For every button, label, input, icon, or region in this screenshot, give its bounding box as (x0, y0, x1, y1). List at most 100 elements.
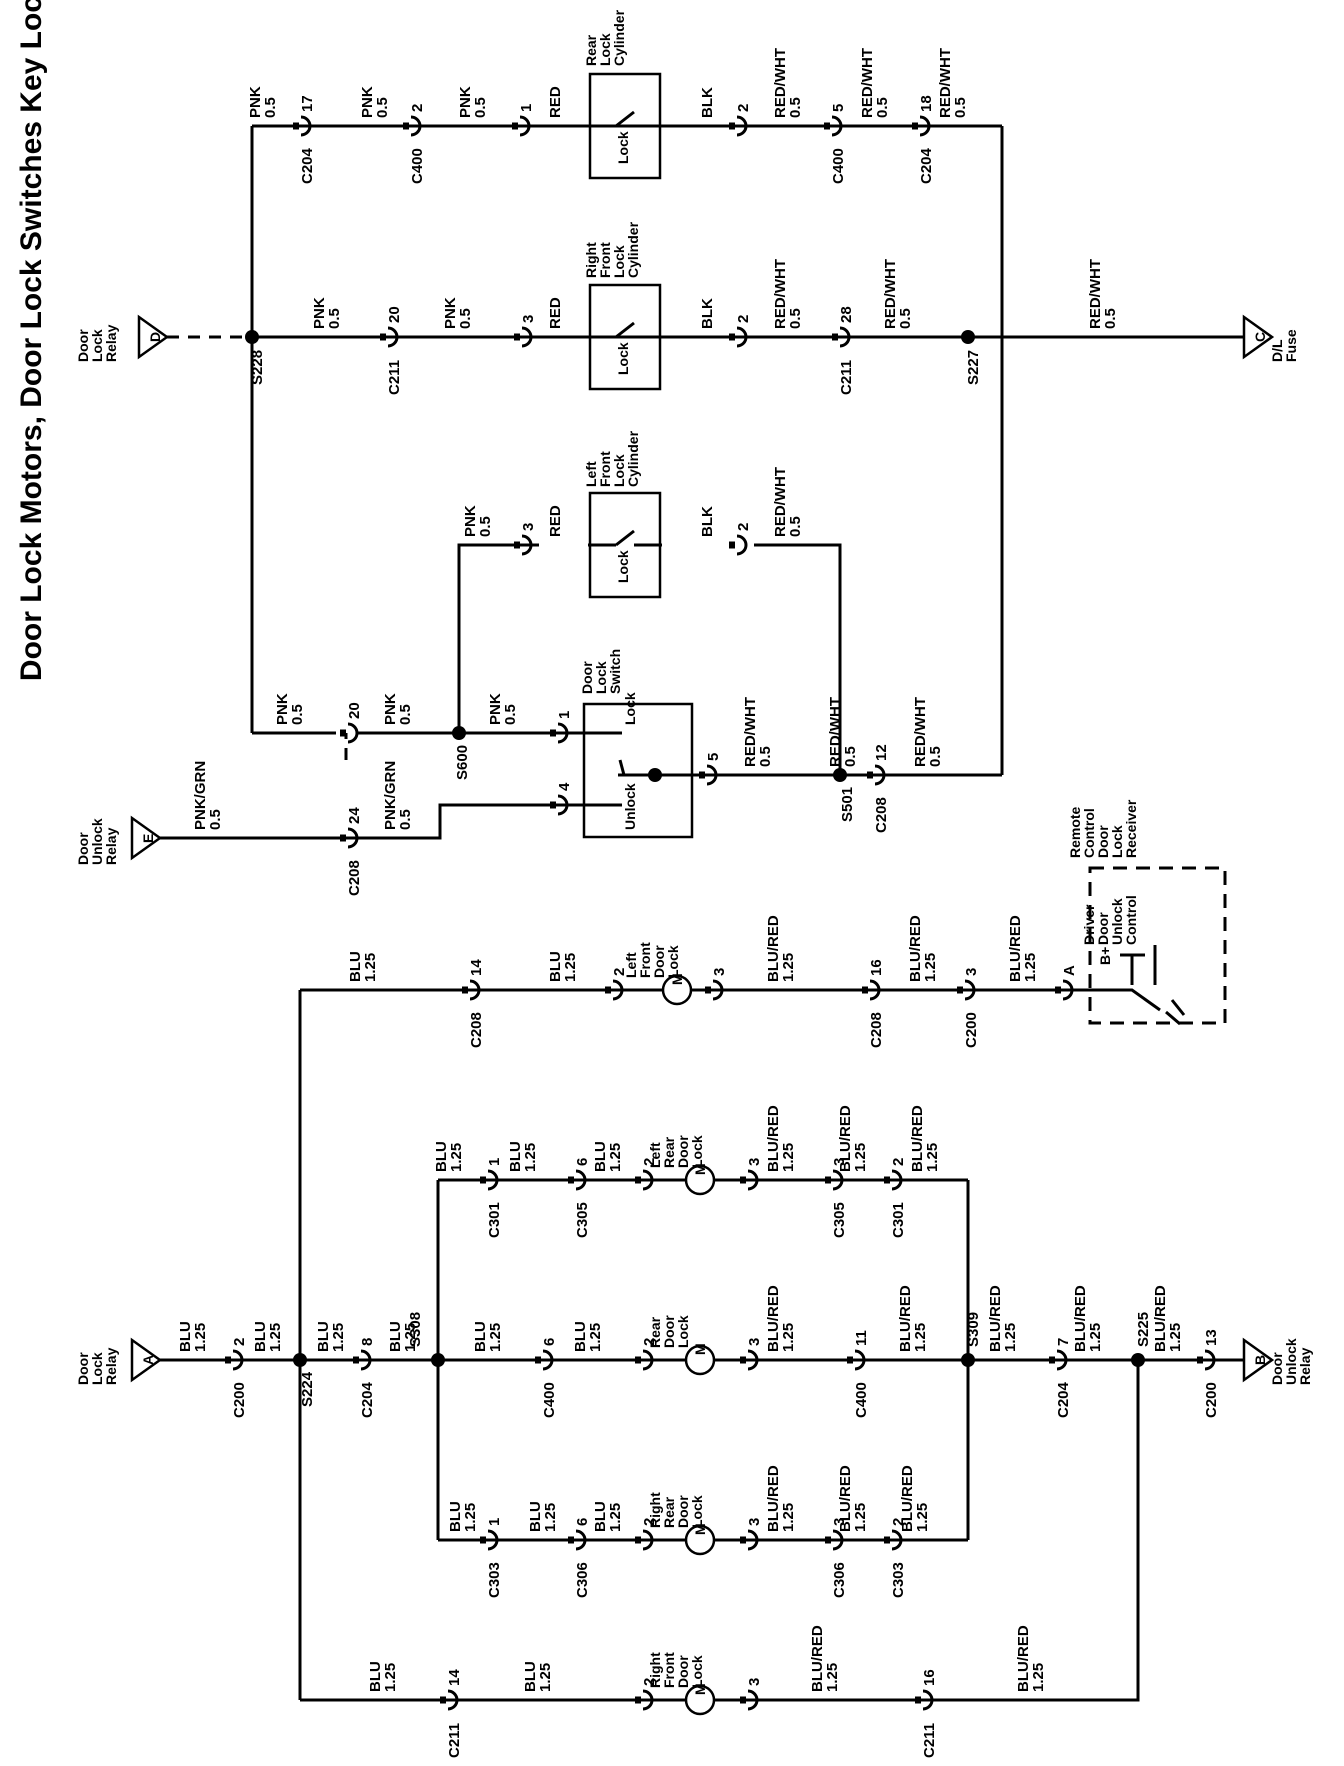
connector-lfd-3 (712, 979, 724, 1001)
connector-c208-12-pin (867, 771, 873, 779)
connector-pin-lf_3-line: 3 (520, 523, 537, 531)
connector-id-c400_5: C400 (830, 148, 847, 184)
connector-c211-20 (387, 326, 399, 348)
wire-label-blu-1.25-line: BLU (572, 1321, 589, 1352)
splice-s600 (452, 726, 466, 740)
connector-c400-5-pin (824, 122, 830, 130)
connector-rfd-3-pin (740, 1696, 746, 1704)
connector-c208-12 (874, 764, 886, 786)
motor-right-rear-door-lock (684, 1524, 716, 1556)
terminal-label-door-unlock-relay-b-line: Door (1269, 1352, 1285, 1385)
splice-s227 (961, 330, 975, 344)
connector-pin-dls_1-line: 1 (556, 711, 573, 719)
connector-c303-2 (891, 1529, 903, 1551)
right-front-lock-cylinder-contact (615, 321, 635, 339)
wire-label-blu-1.25-line: 1.25 (402, 1323, 419, 1352)
connector-dls-5-pin (699, 771, 705, 779)
splice-label-s308-line: S308 (407, 1312, 424, 1347)
connector-lf-3 (521, 534, 533, 556)
connector-pin-c200_3: 3 (963, 968, 980, 976)
door-lock-switch-lock-label: Lock (622, 692, 638, 725)
connector-pin-c204_17-line: 17 (299, 95, 316, 112)
wire-label-red: RED (547, 86, 564, 118)
connector-pin-c400_11-line: 11 (853, 1330, 870, 1346)
connector-pin-c200_2-line: 2 (231, 1338, 248, 1346)
connector-id-c204_7-line: C204 (1055, 1381, 1072, 1418)
wire-label-blu-red-1.25-line: 1.25 (1167, 1323, 1184, 1352)
wire-label-blu-1.25-line: BLU (347, 951, 364, 982)
terminal-label-door-unlock-relay-b-line: Unlock (1283, 1338, 1299, 1385)
component-label-left-front-door-lock-line: Lock (665, 945, 681, 978)
connector-pin-c211_20: 20 (386, 306, 403, 323)
wire-label-red-wht-0.5-line: RED/WHT (772, 48, 789, 118)
wire-label-blk: BLK (699, 506, 716, 537)
component-label-remote-receiver-line: Door (1095, 825, 1111, 858)
connector-pin-rd_2: 2 (641, 1338, 658, 1346)
wire-label-red-wht-0.5-line: 0.5 (787, 516, 804, 537)
component-label-right-rear-door-lock-line: Rear (661, 1496, 677, 1528)
connector-pin-rcv_a-line: A (1061, 965, 1078, 976)
wire-label-pnk-0.5-line: 0.5 (472, 97, 489, 118)
connector-pin-rfd_3-line: 3 (746, 1678, 763, 1686)
connector-c208-16-pin (862, 986, 868, 994)
connector-rl-2 (736, 115, 748, 137)
connector-lf-3-pin (514, 541, 520, 549)
connector-pin-rr_3-line: 3 (746, 1518, 763, 1526)
connector-pin-c208_12: 12 (873, 744, 890, 761)
connector-c204-8-pin (353, 1356, 359, 1364)
splice-label-s225-line: S225 (1135, 1312, 1152, 1347)
component-label-rear-lock-cylinder-line: Rear (583, 34, 599, 66)
connector-pin-c211_28-line: 28 (838, 306, 855, 323)
connector-c400-11 (854, 1349, 866, 1371)
connector-id-c303_1-line: C303 (486, 1562, 503, 1598)
wire-label-pnk-0.5-line: PNK (382, 693, 399, 725)
connector-pin-rfd_2-line: 2 (641, 1678, 658, 1686)
wire-label-blu-1.25-line: BLU (507, 1141, 524, 1172)
connector-id-c303_1: C303 (486, 1562, 503, 1598)
wire-label-blu-red-1.25-line: BLU/RED (837, 1105, 854, 1172)
component-label-right-rear-door-lock-line: Right (647, 1492, 663, 1528)
connector-pin-c204_8: 8 (359, 1338, 376, 1346)
connector-id-c211_14: C211 (446, 1723, 463, 1758)
wire-label-blu-1.25-line: BLU (592, 1141, 609, 1172)
wire-label-blu-1.25-line: BLU (252, 1321, 269, 1352)
connector-pin-rl_1-line: 1 (518, 104, 535, 112)
connector-pin-lfd_2-line: 2 (611, 968, 628, 976)
door-lock-switch-unlock-label: Unlock (622, 783, 638, 830)
remote-receiver-box (1088, 866, 1227, 1025)
wire-label-blu-red-1.25-line: 1.25 (852, 1143, 869, 1172)
connector-pin-rl_2-line: 2 (735, 104, 752, 112)
component-label-remote-receiver-line: Receiver (1123, 799, 1139, 858)
connector-id-c200_13: C200 (1203, 1382, 1220, 1418)
wire-label-red-wht-0.5-line: 0.5 (952, 97, 969, 118)
connector-id-c211_28-line: C211 (838, 360, 855, 395)
connector-pin-c211_16-line: 16 (921, 1669, 938, 1686)
connector-id-c204_18-line: C204 (918, 147, 935, 184)
connector-id-c200_3: C200 (963, 1012, 980, 1048)
connector-c211-20-pin (380, 333, 386, 341)
connector-lf-2-pin (729, 541, 735, 549)
component-label-remote-receiver-line: Control (1081, 808, 1097, 858)
connector-dls-4-pin (550, 801, 556, 809)
connector-dls-1 (557, 722, 569, 744)
connector-id-c208_14: C208 (468, 1012, 485, 1048)
door-lock-switch-lock-label-line: Lock (622, 692, 638, 725)
wire-label-blu-red-1.25-line: BLU/RED (909, 1105, 926, 1172)
terminal-label-dl-fuse-line: D/L (1269, 339, 1285, 362)
connector-rr-3 (747, 1529, 759, 1551)
component-label-rear-lock-cylinder-line: Lock (597, 33, 613, 66)
connector-rl-1 (519, 115, 531, 137)
motor-right-front-door-lock-letter: M (692, 1683, 708, 1695)
